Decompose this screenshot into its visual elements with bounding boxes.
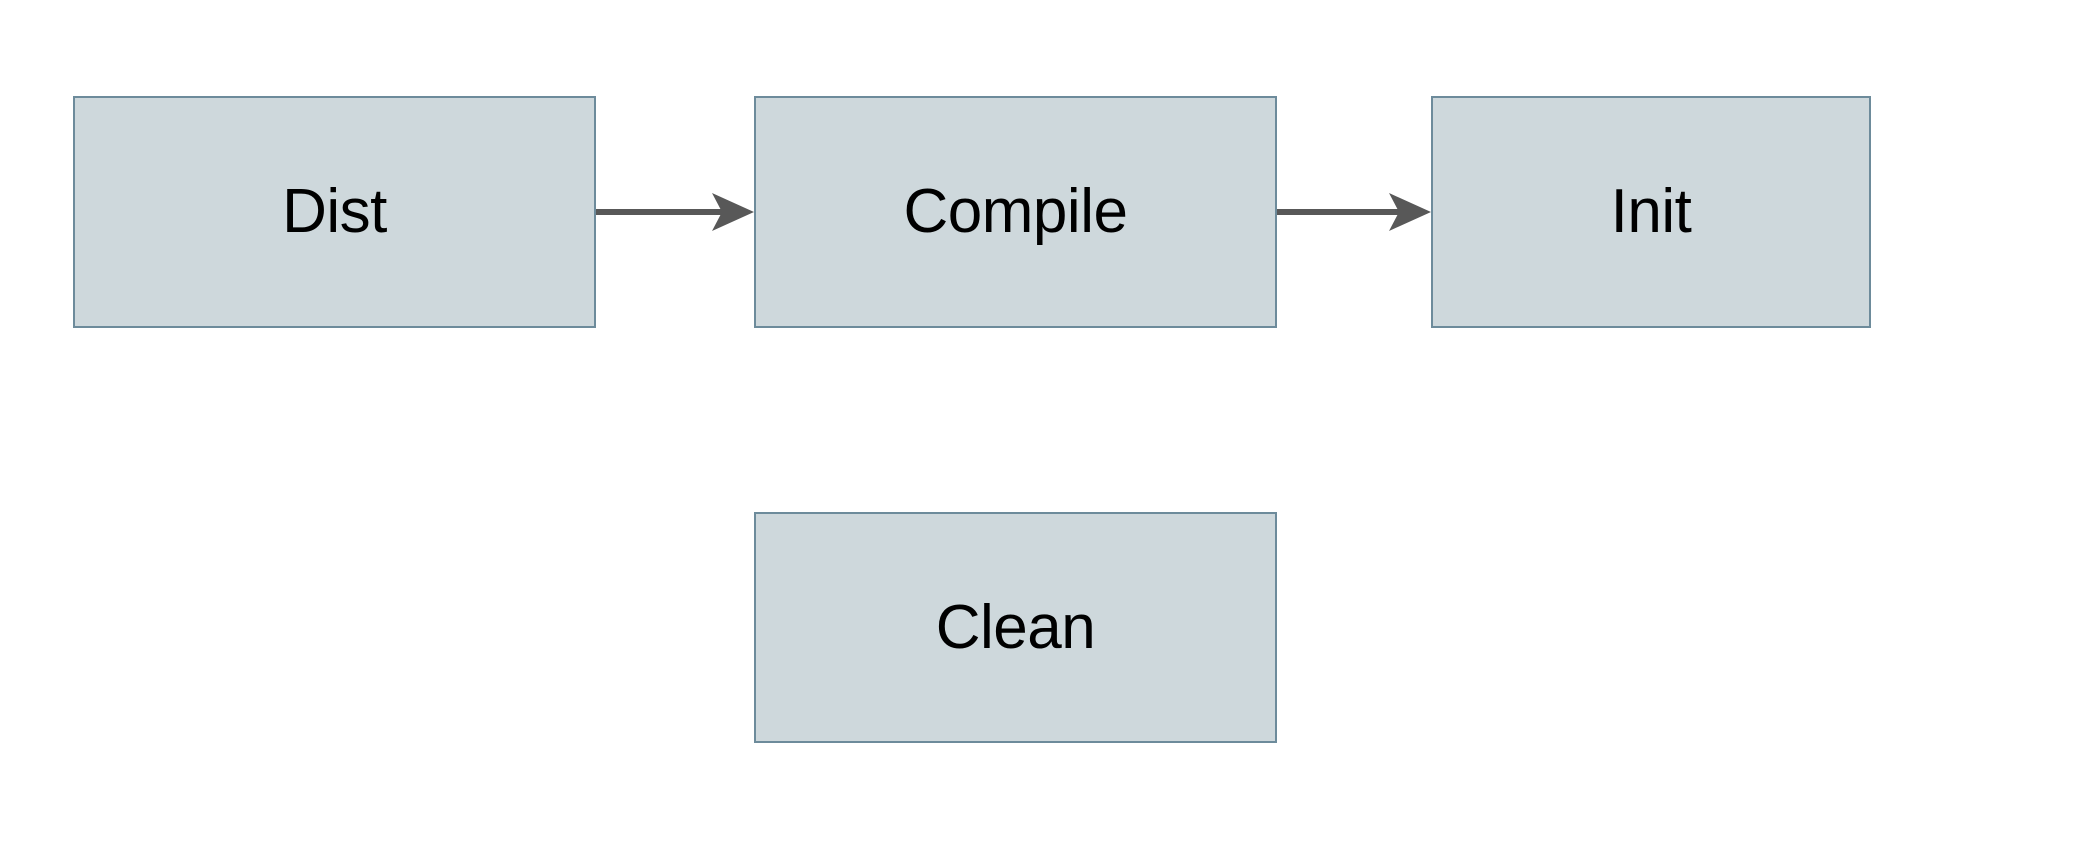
node-init-label: Init bbox=[1610, 177, 1692, 246]
arrowhead-dist-to-compile bbox=[712, 193, 754, 231]
node-clean[interactable]: Clean bbox=[754, 512, 1277, 743]
edge-dist-to-compile[interactable] bbox=[596, 193, 754, 231]
node-clean-label: Clean bbox=[935, 592, 1096, 662]
node-compile[interactable]: Compile bbox=[754, 96, 1277, 328]
node-dist-label: Dist bbox=[282, 177, 387, 246]
node-init[interactable]: Init bbox=[1431, 96, 1871, 328]
edge-compile-to-init[interactable] bbox=[1277, 193, 1431, 231]
arrowhead-compile-to-init bbox=[1389, 193, 1431, 231]
node-compile-label: Compile bbox=[903, 177, 1128, 246]
node-dist[interactable]: Dist bbox=[73, 96, 596, 328]
